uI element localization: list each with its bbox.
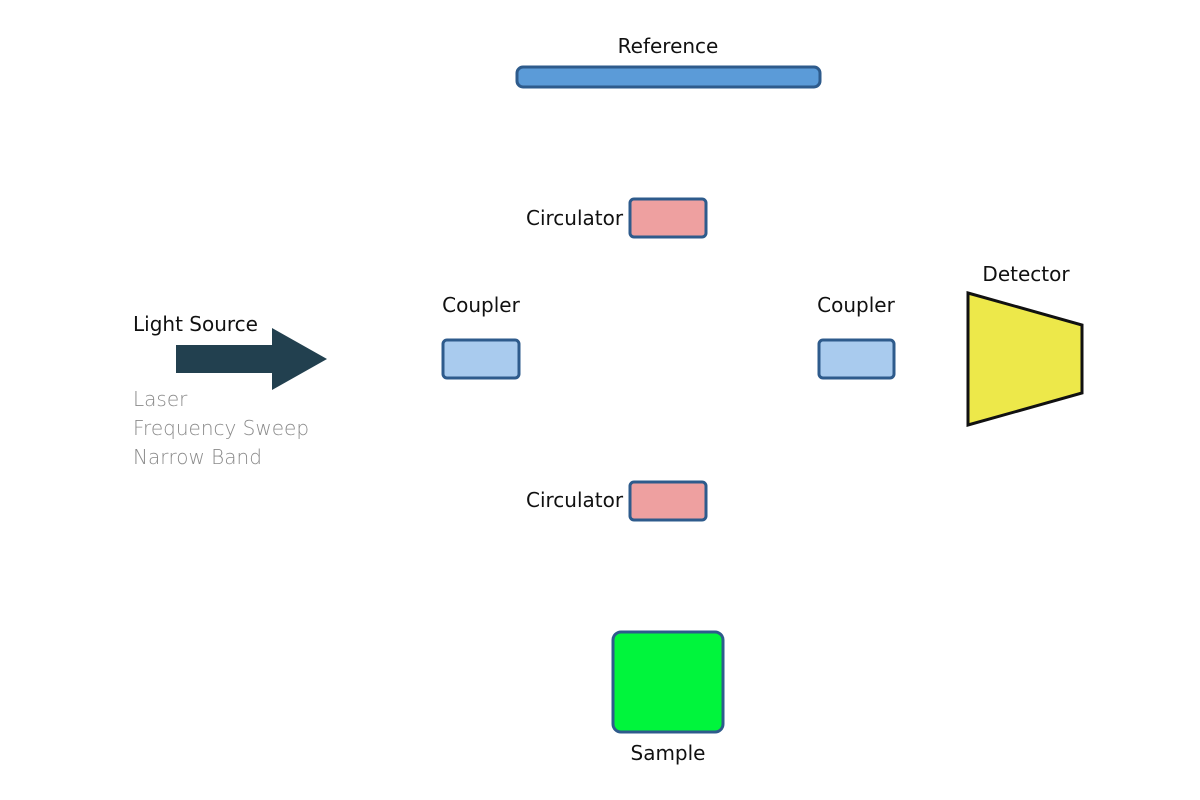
- circulator-bottom-label: Circulator: [526, 488, 624, 512]
- light-source-property-laser: Laser: [133, 387, 188, 411]
- detector-shape: [966, 291, 1084, 427]
- sample-label: Sample: [630, 741, 706, 765]
- coupler-right-label: Coupler: [817, 293, 895, 317]
- coupler-left-label: Coupler: [442, 293, 520, 317]
- circulator-top-box: [628, 197, 708, 239]
- reference-bar: [515, 65, 822, 89]
- light-source-property-narrow-band: Narrow Band: [133, 445, 262, 469]
- light-source-label: Light Source: [133, 312, 258, 336]
- circulator-top-label: Circulator: [526, 206, 624, 230]
- light-source-property-frequency-sweep: Frequency Sweep: [133, 416, 310, 440]
- sample-box: [611, 630, 725, 734]
- light-source-arrow-icon: [176, 328, 327, 390]
- detector-label: Detector: [982, 262, 1070, 286]
- reference-label: Reference: [617, 34, 719, 58]
- circulator-bottom-box: [628, 480, 708, 522]
- coupler-right-box: [817, 338, 896, 380]
- coupler-left-box: [441, 338, 521, 380]
